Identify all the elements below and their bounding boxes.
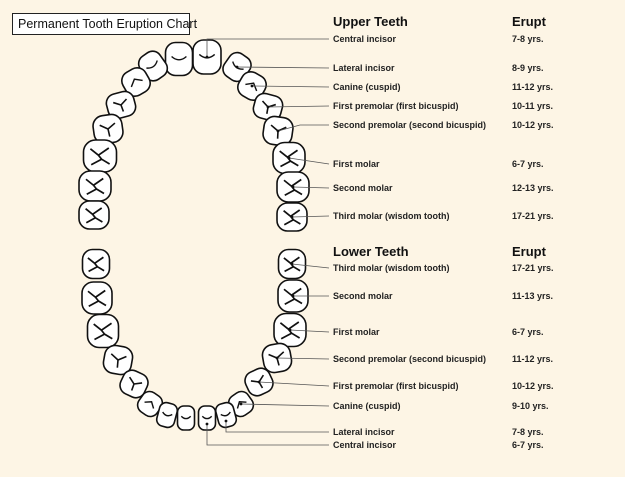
upper-tooth-erupt-age: 10-12 yrs. bbox=[512, 120, 554, 130]
upper-molar-tooth bbox=[78, 170, 112, 202]
lower-incisor-tooth bbox=[155, 401, 179, 429]
lower-tooth-label: Third molar (wisdom tooth) bbox=[333, 263, 450, 273]
upper-tooth-label: First molar bbox=[333, 159, 380, 169]
upper-tooth-erupt-age: 12-13 yrs. bbox=[512, 183, 554, 193]
leader-dot bbox=[205, 422, 209, 426]
leader-dot bbox=[291, 185, 295, 189]
upper-tooth-label: Canine (cuspid) bbox=[333, 82, 401, 92]
upper-premolar-tooth bbox=[105, 90, 137, 120]
leader-dot bbox=[288, 328, 292, 332]
lower-tooth-erupt-age: 11-13 yrs. bbox=[512, 291, 554, 301]
upper-molar-tooth bbox=[78, 200, 110, 230]
lower-premolar-tooth bbox=[119, 369, 149, 399]
lower-teeth-heading: Lower Teeth bbox=[333, 244, 409, 259]
leader-lines bbox=[205, 38, 330, 446]
leader-dot bbox=[287, 156, 291, 160]
lower-incisor-tooth bbox=[176, 405, 196, 431]
upper-tooth-erupt-age: 10-11 yrs. bbox=[512, 101, 554, 111]
leader-line bbox=[240, 403, 330, 407]
upper-tooth-label: First premolar (first bicuspid) bbox=[333, 101, 459, 111]
leader-line bbox=[277, 124, 329, 132]
leader-dot bbox=[257, 380, 261, 384]
lower-tooth-label: Lateral incisor bbox=[333, 427, 395, 437]
leader-dot bbox=[235, 65, 239, 69]
leader-line bbox=[292, 186, 330, 189]
leader-line bbox=[236, 66, 330, 69]
lower-tooth-erupt-age: 6-7 yrs. bbox=[512, 440, 544, 450]
lower-tooth-label: Central incisor bbox=[333, 440, 397, 450]
upper-teeth-heading: Upper Teeth bbox=[333, 14, 408, 29]
upper-canine-tooth bbox=[121, 67, 151, 97]
leader-dot bbox=[276, 129, 280, 133]
leader-line bbox=[276, 357, 330, 360]
leader-line bbox=[206, 424, 329, 446]
leader-dot bbox=[291, 294, 295, 298]
upper-tooth-label: Third molar (wisdom tooth) bbox=[333, 211, 450, 221]
upper-tooth-erupt-age: 11-12 yrs. bbox=[512, 82, 554, 92]
lower-tooth-erupt-age: 10-12 yrs. bbox=[512, 381, 554, 391]
upper-tooth-label: Second molar bbox=[333, 183, 393, 193]
lower-premolar-tooth bbox=[102, 344, 134, 376]
lower-tooth-erupt-age: 6-7 yrs. bbox=[512, 327, 544, 337]
lower-tooth-label: First molar bbox=[333, 327, 380, 337]
leader-dot bbox=[275, 356, 279, 360]
lower-tooth-erupt-age: 7-8 yrs. bbox=[512, 427, 544, 437]
leader-dot bbox=[290, 215, 294, 219]
lower-incisor-tooth bbox=[214, 401, 238, 429]
leader-line bbox=[289, 329, 330, 333]
leader-dot bbox=[290, 262, 294, 266]
leader-line bbox=[225, 421, 329, 433]
upper-erupt-heading: Erupt bbox=[512, 14, 546, 29]
leader-line bbox=[291, 263, 330, 269]
lower-tooth-erupt-age: 9-10 yrs. bbox=[512, 401, 549, 411]
lower-tooth-label: Second molar bbox=[333, 291, 393, 301]
upper-tooth-erupt-age: 8-9 yrs. bbox=[512, 63, 544, 73]
lower-tooth-label: Second premolar (second bicuspid) bbox=[333, 354, 487, 364]
lower-erupt-heading: Erupt bbox=[512, 244, 546, 259]
upper-tooth-erupt-age: 7-8 yrs. bbox=[512, 34, 544, 44]
chart-title: Permanent Tooth Eruption Chart bbox=[12, 13, 197, 35]
lower-tooth-erupt-age: 11-12 yrs. bbox=[512, 354, 554, 364]
upper-tooth-label: Central incisor bbox=[333, 34, 397, 44]
lower-tooth-label: Canine (cuspid) bbox=[333, 401, 401, 411]
leader-line bbox=[258, 381, 330, 387]
upper-tooth-erupt-age: 17-21 yrs. bbox=[512, 211, 554, 221]
leader-line bbox=[251, 85, 330, 88]
upper-tooth-erupt-age: 6-7 yrs. bbox=[512, 159, 544, 169]
lower-molar-tooth bbox=[86, 313, 120, 349]
leader-dot bbox=[250, 84, 254, 88]
leader-dot bbox=[205, 55, 209, 59]
leader-line bbox=[206, 38, 329, 57]
leader-line bbox=[288, 157, 330, 165]
upper-tooth-label: Second premolar (second bicuspid) bbox=[333, 120, 487, 130]
leader-dot bbox=[239, 402, 243, 406]
lower-arch bbox=[81, 248, 309, 431]
lower-tooth-erupt-age: 17-21 yrs. bbox=[512, 263, 554, 273]
lower-tooth-label: First premolar (first bicuspid) bbox=[333, 381, 459, 391]
leader-dot bbox=[224, 419, 228, 423]
upper-incisor-tooth bbox=[164, 41, 194, 77]
lower-canine-tooth bbox=[136, 390, 164, 418]
leader-dot bbox=[266, 105, 270, 109]
lower-molar-tooth bbox=[81, 281, 113, 315]
upper-molar-tooth bbox=[82, 139, 118, 173]
upper-tooth-label: Lateral incisor bbox=[333, 63, 395, 73]
leader-line bbox=[267, 105, 330, 108]
lower-molar-tooth bbox=[81, 248, 111, 280]
leader-line bbox=[291, 215, 330, 218]
upper-arch bbox=[78, 39, 310, 232]
